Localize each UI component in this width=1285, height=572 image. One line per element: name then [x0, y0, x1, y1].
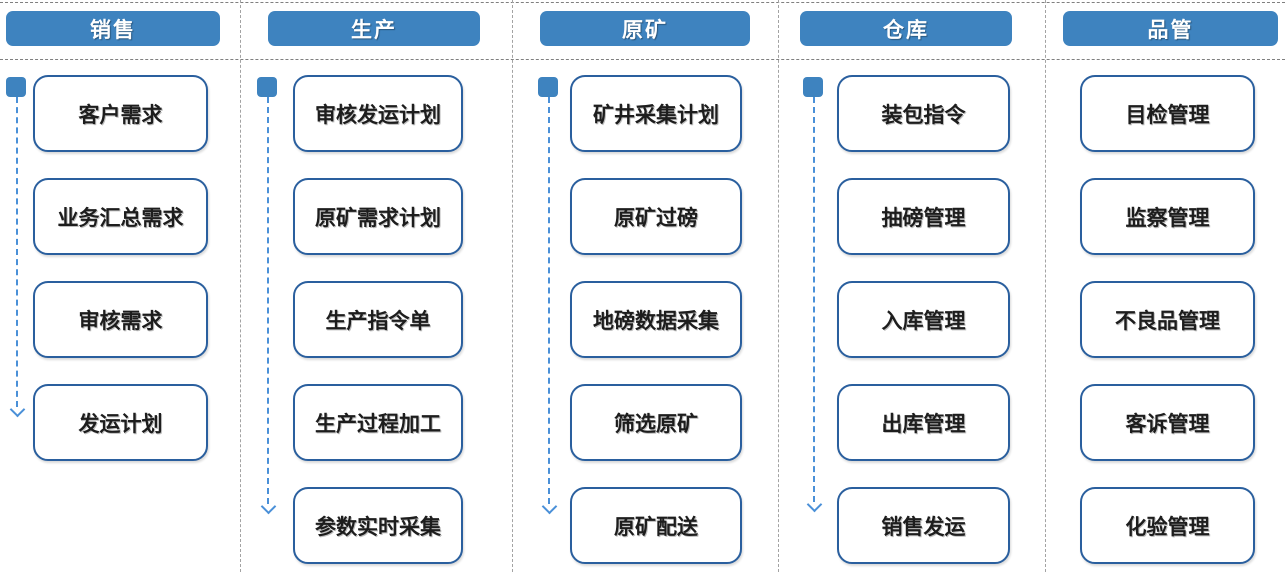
process-step: 原矿配送 [570, 487, 742, 564]
process-step: 原矿需求计划 [293, 178, 463, 255]
flow-arrow-head-icon [541, 498, 558, 515]
column-raw-ore: 原矿矿井采集计划原矿过磅地磅数据采集筛选原矿原矿配送 [512, 0, 778, 572]
process-step: 筛选原矿 [570, 384, 742, 461]
flow-start-marker [257, 77, 277, 97]
process-step: 销售发运 [837, 487, 1010, 564]
column-header-sales: 销售 [6, 11, 220, 46]
flow-arrow-line [267, 97, 269, 504]
top-border-line [0, 2, 1285, 3]
process-step: 业务汇总需求 [33, 178, 208, 255]
flow-arrow-line [16, 97, 18, 407]
flow-arrow-head-icon [260, 498, 277, 515]
column-separator [512, 0, 513, 572]
flow-arrow-head-icon [806, 496, 823, 513]
process-step: 参数实时采集 [293, 487, 463, 564]
process-step: 生产指令单 [293, 281, 463, 358]
process-step: 发运计划 [33, 384, 208, 461]
process-step: 审核需求 [33, 281, 208, 358]
flow-arrow-line [548, 97, 550, 504]
process-step: 监察管理 [1080, 178, 1255, 255]
process-step: 客诉管理 [1080, 384, 1255, 461]
flow-start-marker [803, 77, 823, 97]
column-header-raw-ore: 原矿 [540, 11, 750, 46]
column-separator [778, 0, 779, 572]
process-step: 客户需求 [33, 75, 208, 152]
process-step: 抽磅管理 [837, 178, 1010, 255]
flow-start-marker [6, 77, 26, 97]
process-step: 审核发运计划 [293, 75, 463, 152]
column-header-quality-control: 品管 [1063, 11, 1278, 46]
process-step: 化验管理 [1080, 487, 1255, 564]
column-separator [240, 0, 241, 572]
process-step: 生产过程加工 [293, 384, 463, 461]
process-step: 原矿过磅 [570, 178, 742, 255]
column-production: 生产审核发运计划原矿需求计划生产指令单生产过程加工参数实时采集 [240, 0, 512, 572]
process-step: 装包指令 [837, 75, 1010, 152]
process-step: 不良品管理 [1080, 281, 1255, 358]
header-divider-line [0, 59, 1285, 60]
flow-arrow-head-icon [9, 401, 26, 418]
column-sales: 销售客户需求业务汇总需求审核需求发运计划 [0, 0, 240, 572]
process-step: 出库管理 [837, 384, 1010, 461]
process-step: 入库管理 [837, 281, 1010, 358]
flow-start-marker [538, 77, 558, 97]
column-warehouse: 仓库装包指令抽磅管理入库管理出库管理销售发运 [778, 0, 1045, 572]
process-step: 目检管理 [1080, 75, 1255, 152]
process-step: 矿井采集计划 [570, 75, 742, 152]
column-header-warehouse: 仓库 [800, 11, 1012, 46]
column-separator [1045, 0, 1046, 572]
flow-arrow-line [813, 97, 815, 502]
process-step: 地磅数据采集 [570, 281, 742, 358]
column-header-production: 生产 [268, 11, 480, 46]
column-quality-control: 品管目检管理监察管理不良品管理客诉管理化验管理 [1045, 0, 1285, 572]
